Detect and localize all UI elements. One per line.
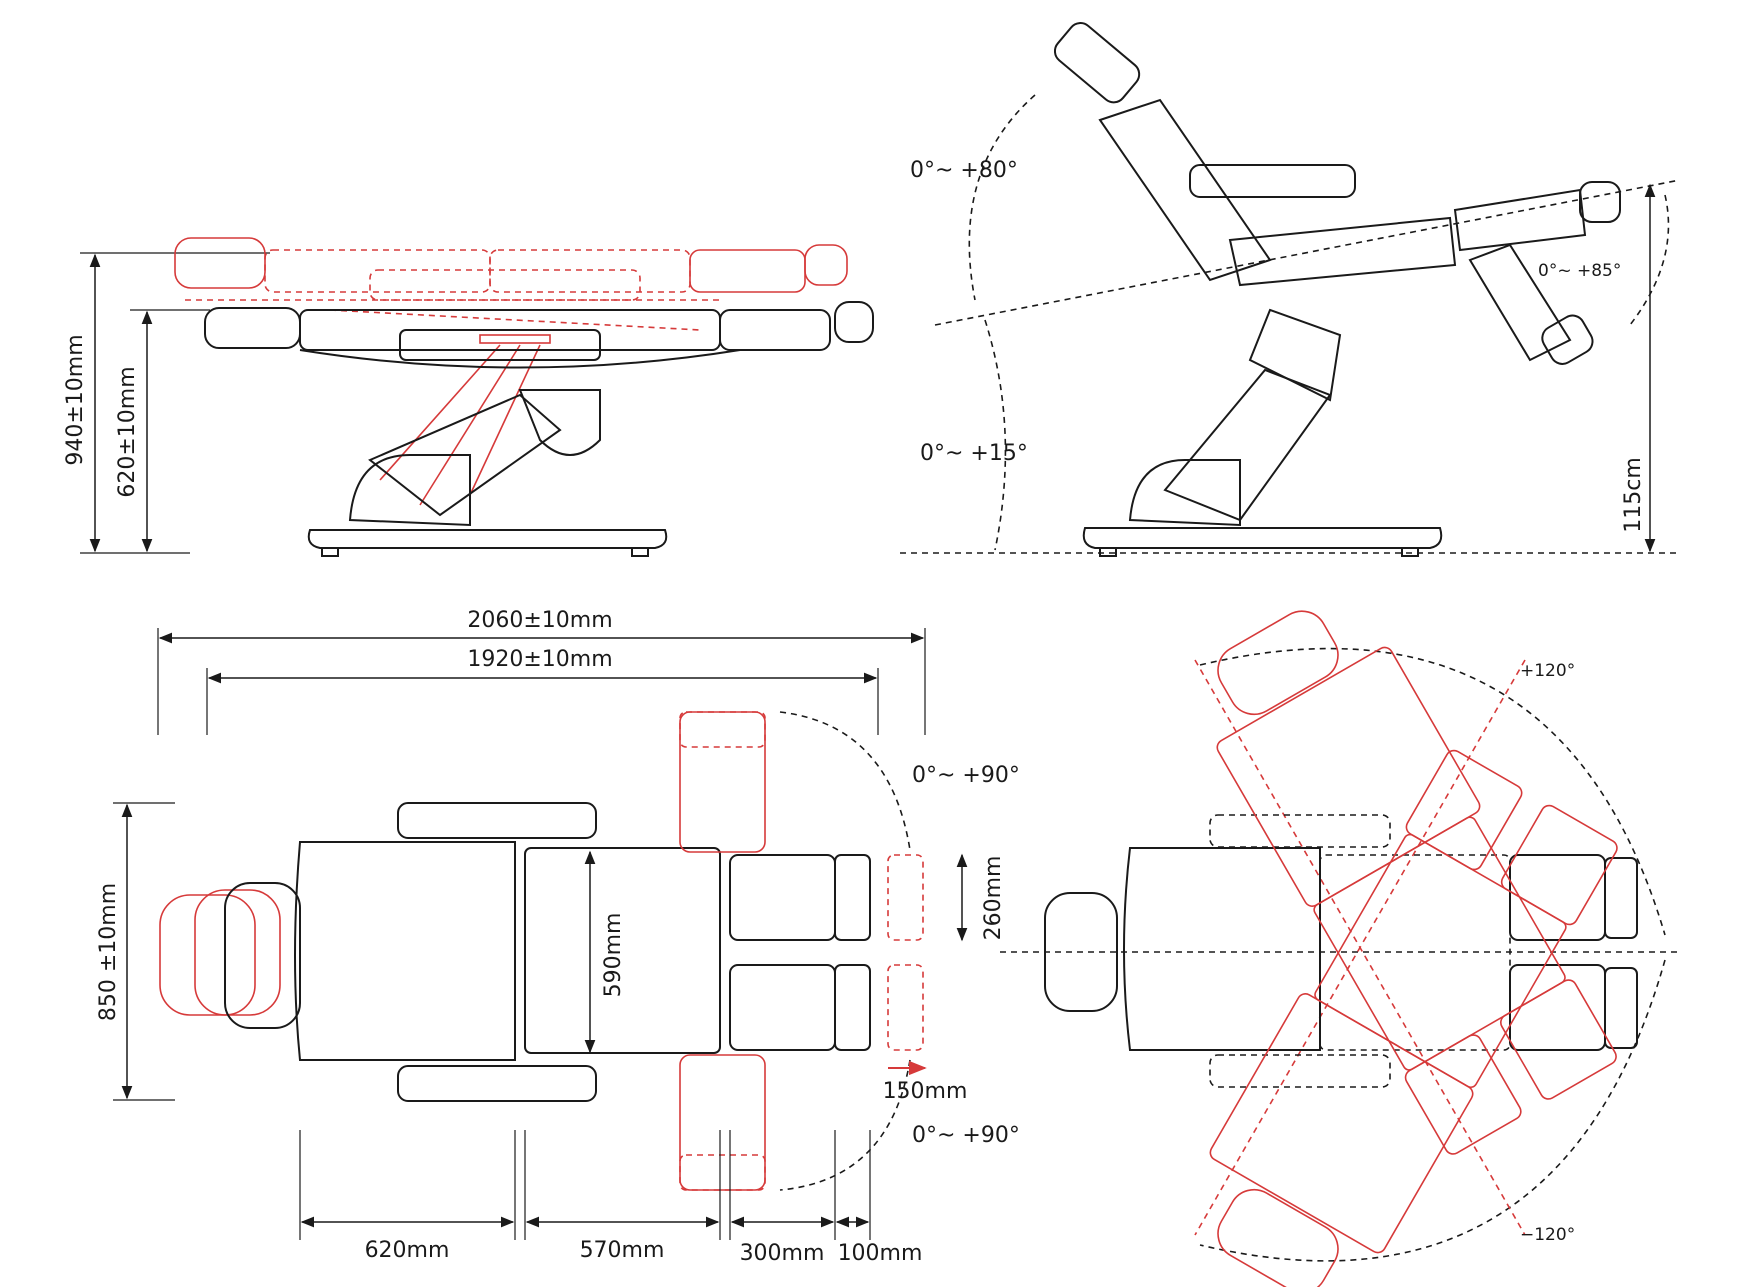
leg-angle-label: 0°~ +85° — [1538, 261, 1621, 281]
backrest-angle-label: 0°~ +80° — [910, 158, 1018, 183]
segment-back-label: 570mm — [580, 1238, 665, 1263]
leg-swing-bottom-label: 0°~ +90° — [912, 1123, 1020, 1148]
seat-width-label: 590mm — [601, 913, 626, 998]
lowered-chair-outline — [204, 301, 874, 557]
rotate-positive-label: +120° — [1520, 661, 1575, 681]
leg-extension-label: 150mm — [883, 1079, 968, 1104]
rotation-view-panel: +120° −120° — [1000, 610, 1680, 1287]
leg-width-label: 260mm — [981, 856, 1006, 941]
segment-head-label: 620mm — [365, 1238, 450, 1263]
height-max-label: 940±10mm — [63, 334, 88, 465]
tilt-view-panel: 0°~ +80° 0°~ +15° 0°~ +85° 115cm — [900, 22, 1681, 557]
segment-foot-label: 100mm — [838, 1241, 923, 1266]
width-label: 850 ±10mm — [96, 883, 121, 1021]
body-length-label: 1920±10mm — [467, 647, 612, 672]
top-view-panel: 2060±10mm 1920±10mm 850 ±10mm — [96, 608, 1020, 1266]
segment-seat-label: 300mm — [740, 1241, 825, 1266]
total-length-label: 2060±10mm — [467, 608, 612, 633]
side-view-panel: 940±10mm 620±10mm — [63, 237, 874, 557]
seat-angle-label: 0°~ +15° — [920, 441, 1028, 466]
raised-top-outline — [174, 237, 848, 506]
rotated-chair-outlines — [1044, 610, 1638, 1287]
rotate-negative-label: −120° — [1520, 1225, 1575, 1245]
tilt-height-label: 115cm — [1621, 457, 1646, 533]
top-chair-outline — [159, 711, 924, 1191]
reclined-chair-outline — [1053, 22, 1621, 557]
leg-swing-top-label: 0°~ +90° — [912, 763, 1020, 788]
height-min-label: 620±10mm — [115, 366, 140, 497]
